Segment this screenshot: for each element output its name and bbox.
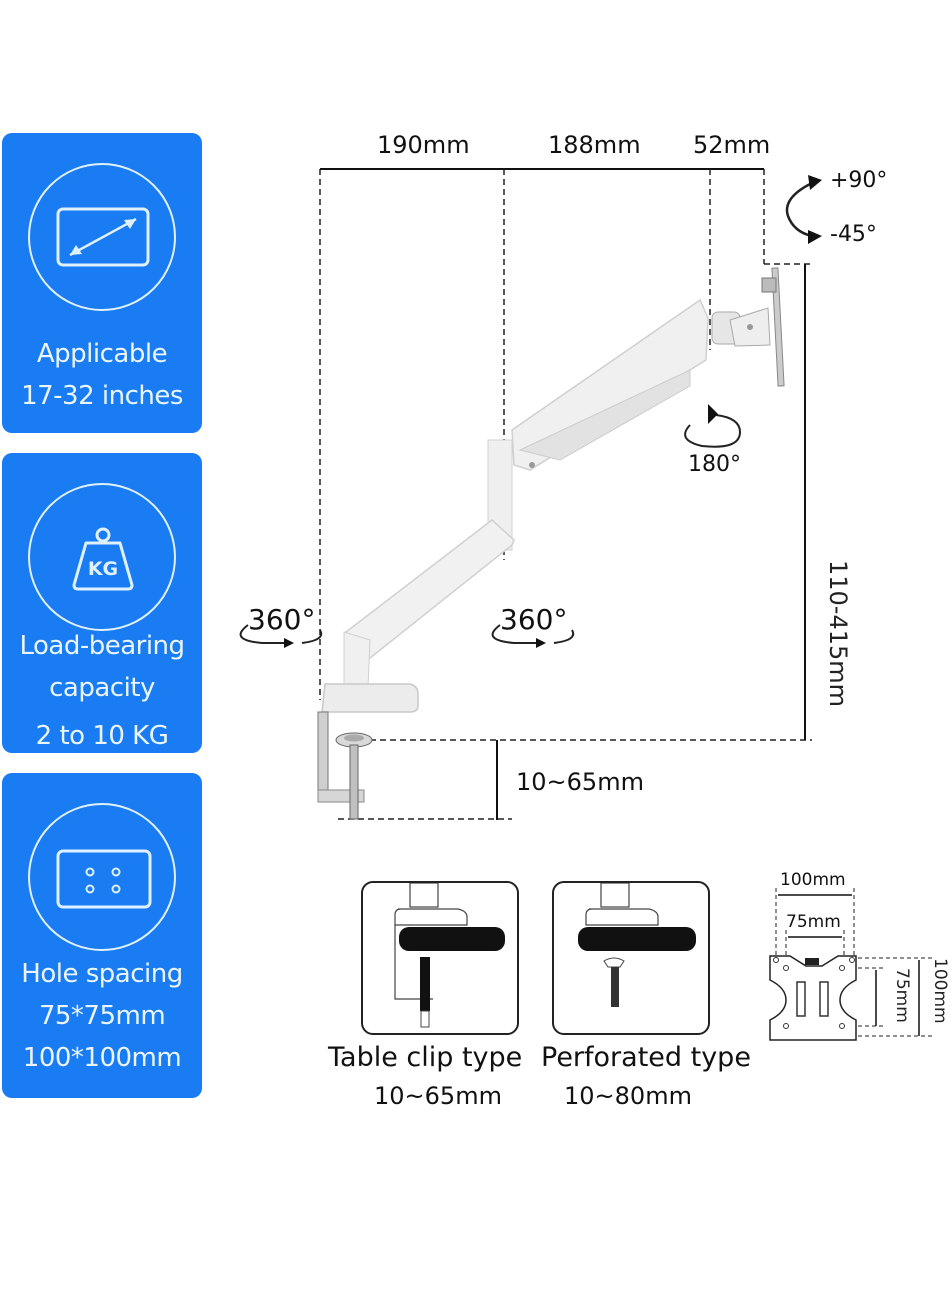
card-label: Load-bearing [19, 631, 185, 661]
tilt-up-label: +90° [830, 168, 888, 193]
vesa-holes-icon [56, 849, 152, 909]
vesa-inner-height-label: 75mm [892, 968, 912, 1023]
tilt-down-label: -45° [830, 222, 877, 247]
grommet-bolt-icon [578, 882, 696, 1007]
kg-text: KG [88, 558, 118, 580]
icon-circle [28, 803, 176, 951]
mount-type-name: Table clip type [328, 1042, 523, 1073]
vesa-outer-width-label: 100mm [780, 870, 846, 890]
rotation-arrow-icon-middle [491, 624, 575, 648]
vesa-inner-width-label: 75mm [786, 912, 841, 932]
vesa-plate-diagram [769, 888, 932, 1041]
lower-arm [343, 439, 515, 689]
mount-type-perforated [552, 881, 710, 1035]
feature-card-screen-size: Applicable 17-32 inches [2, 133, 202, 433]
mount-type-range: 10~80mm [564, 1082, 692, 1110]
card-value: 2 to 10 KG [35, 721, 169, 751]
card-label: Applicable [36, 339, 168, 369]
dimension-label-first-arm: 190mm [377, 131, 470, 159]
feature-card-hole-spacing: Hole spacing 75*75mm 100*100mm [2, 773, 202, 1098]
monitor-bracket [711, 267, 785, 387]
vesa-outer-height-label: 100mm [930, 958, 950, 1024]
table-clip-icon [394, 882, 505, 1028]
rotation-label-base: 360° [248, 603, 316, 636]
card-label: capacity [49, 673, 155, 703]
mount-type-name: Perforated type [541, 1042, 751, 1073]
mount-type-table-clip [361, 881, 519, 1035]
rotation-arrow-icon-base [239, 624, 323, 648]
dimension-label-second-arm: 188mm [548, 131, 641, 159]
card-value: 17-32 inches [21, 381, 183, 411]
card-label: Hole spacing [21, 959, 183, 989]
dimension-label-head: 52mm [693, 131, 771, 159]
card-value: 100*100mm [22, 1043, 182, 1073]
card-value: 75*75mm [38, 1001, 166, 1031]
swivel-label: 180° [688, 452, 741, 477]
icon-circle [28, 483, 176, 631]
feature-card-load: KG Load-bearing capacity 2 to 10 KG [2, 453, 202, 753]
clamp-base [317, 683, 419, 820]
upper-arm [511, 298, 709, 471]
kg-weight-icon: KG [72, 527, 134, 591]
clamp-range-label: 10~65mm [516, 768, 644, 796]
icon-circle [28, 163, 176, 311]
rotation-label-middle: 360° [500, 603, 568, 636]
screen-diagonal-icon [56, 207, 150, 267]
swivel-arrow-icon [684, 404, 742, 448]
mount-type-range: 10~65mm [374, 1082, 502, 1110]
height-range-label: 110-415mm [824, 560, 852, 708]
tilt-arrow-icon [785, 175, 822, 244]
